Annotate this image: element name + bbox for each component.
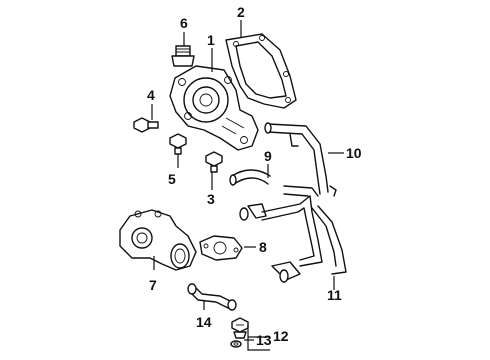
callout-6: 6 <box>180 15 188 31</box>
part-11-water-pipe <box>239 185 347 283</box>
part-4-bolt <box>133 117 159 133</box>
callout-1: 1 <box>207 32 215 48</box>
callout-2: 2 <box>237 4 245 20</box>
part-13-washer <box>230 340 242 348</box>
callout-12: 12 <box>273 328 289 344</box>
part-1-water-pump <box>169 65 259 151</box>
callout-10: 10 <box>346 145 362 161</box>
part-3-bolt <box>205 151 223 173</box>
callout-13: 13 <box>256 332 272 348</box>
part-12-sensor <box>231 317 249 339</box>
part-8-gasket <box>199 235 243 261</box>
callout-4: 4 <box>147 87 155 103</box>
callout-8: 8 <box>259 239 267 255</box>
leader-12-bracket <box>247 325 270 351</box>
callout-11: 11 <box>327 287 342 303</box>
callout-7: 7 <box>149 277 157 293</box>
part-2-gasket <box>225 33 297 109</box>
part-9-hose <box>229 169 271 186</box>
callout-14: 14 <box>196 314 212 330</box>
callout-5: 5 <box>168 171 176 187</box>
part-10-bypass-pipe <box>264 122 337 197</box>
callout-3: 3 <box>207 191 215 207</box>
part-6-stud-bolt <box>171 45 195 67</box>
callout-9: 9 <box>264 148 272 164</box>
part-14-hose <box>187 283 237 311</box>
part-7-thermostat-housing <box>119 209 197 271</box>
part-5-bolt <box>169 133 187 155</box>
